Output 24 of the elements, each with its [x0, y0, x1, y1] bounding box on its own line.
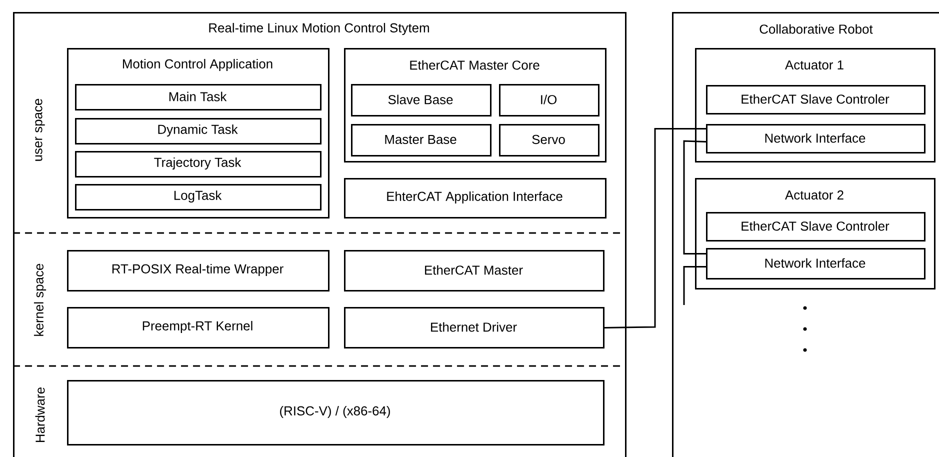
side-label: user space	[35, 98, 45, 161]
component-box: EtherCAT Master	[344, 250, 604, 292]
component-box: Dynamic Task	[75, 118, 322, 144]
component-box: RT-POSIX Real-time Wrapper	[67, 250, 330, 292]
component-box: Main Task	[75, 84, 322, 110]
component-box: EhterCAT Application Interface	[344, 178, 606, 218]
component-box: Slave Base	[351, 84, 492, 116]
component-box: (RISC-V) / (x86-64)	[67, 380, 604, 446]
component-box: Servo	[499, 124, 600, 156]
component-box: Trajectory Task	[75, 151, 322, 178]
component-box: EtherCAT Slave Controler	[706, 85, 926, 114]
component-box: LogTask	[75, 184, 322, 210]
side-label: kernel space	[34, 264, 46, 336]
connector-line	[604, 128, 706, 328]
component-box: I/O	[499, 84, 600, 116]
component-box: EtherCAT Slave Controler	[706, 212, 926, 242]
component-box: Network Interface	[706, 124, 926, 154]
component-box: Network Interface	[706, 248, 926, 280]
connector-line	[683, 266, 706, 305]
component-box: Ethernet Driver	[344, 307, 604, 348]
connector-line	[683, 140, 706, 254]
component-box: Master Base	[351, 124, 492, 156]
side-label: Hardware	[35, 388, 45, 442]
component-box: Preempt-RT Kernel	[67, 307, 330, 348]
